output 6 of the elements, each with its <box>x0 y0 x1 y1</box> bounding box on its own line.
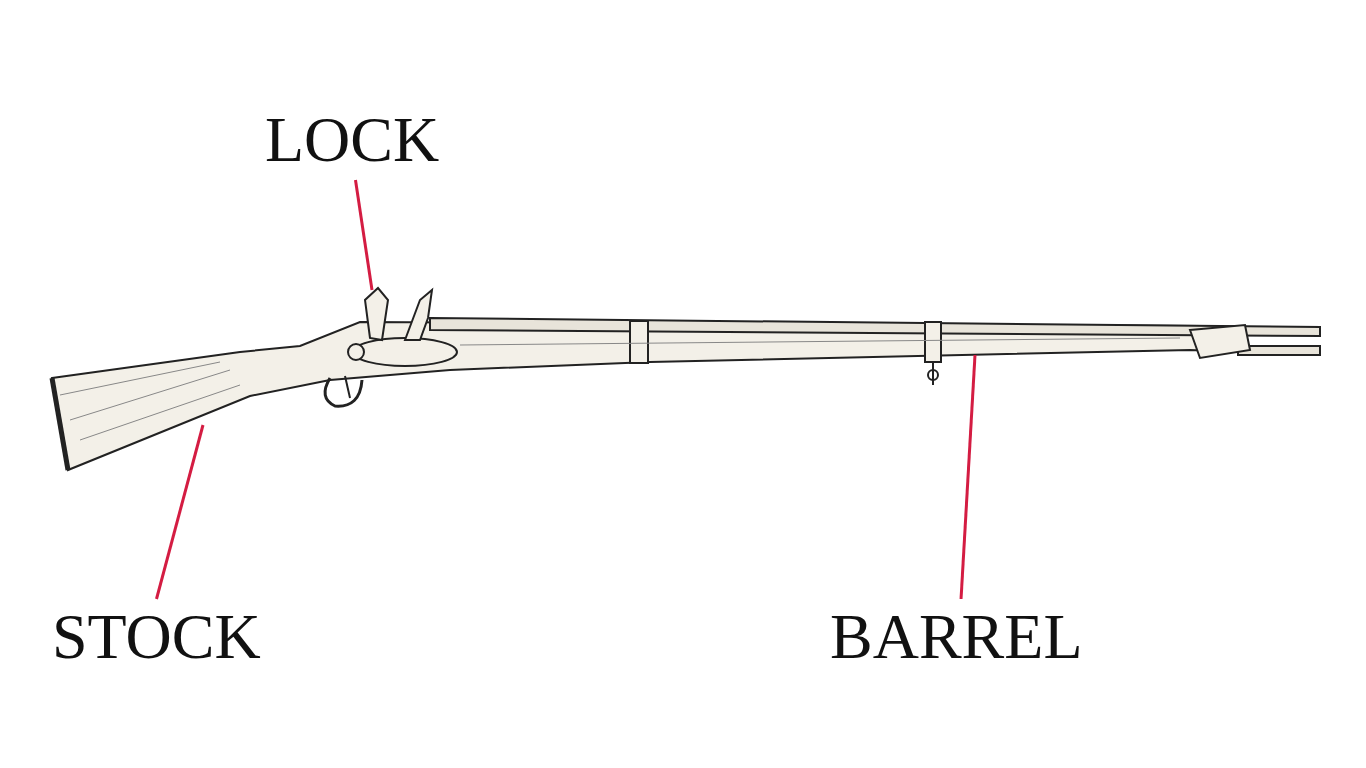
part-label: LOCK <box>265 108 440 172</box>
part-label: STOCK <box>52 605 261 669</box>
leader-line <box>959 354 977 600</box>
part-label: BARREL <box>830 605 1083 669</box>
leader-line <box>155 424 205 600</box>
leader-line <box>354 179 374 291</box>
